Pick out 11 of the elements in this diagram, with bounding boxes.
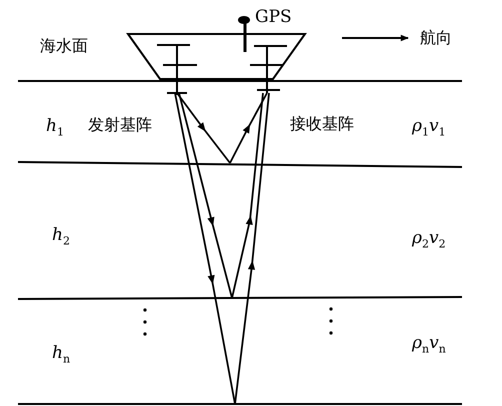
transmitter-array-label: 发射基阵 <box>88 117 152 133</box>
gps-label: GPS <box>255 9 292 26</box>
layer-thickness-label: h$_{2}$ <box>52 227 70 246</box>
layer-property-label: ρ$_{1}$v$_{1}$ <box>412 118 446 138</box>
receiver-array-label: 接收基阵 <box>290 116 354 132</box>
layer-property-label: ρ$_{2}$v$_{2}$ <box>412 230 446 250</box>
heading-label: 航向 <box>420 30 452 46</box>
water-surface-label: 海水面 <box>40 38 88 54</box>
layer-thickness-label: h$_{n}$ <box>52 345 70 364</box>
layer-thickness-label: h$_{1}$ <box>46 118 64 138</box>
layer-property-label: ρ$_{n}$v$_{n}$ <box>412 335 446 354</box>
